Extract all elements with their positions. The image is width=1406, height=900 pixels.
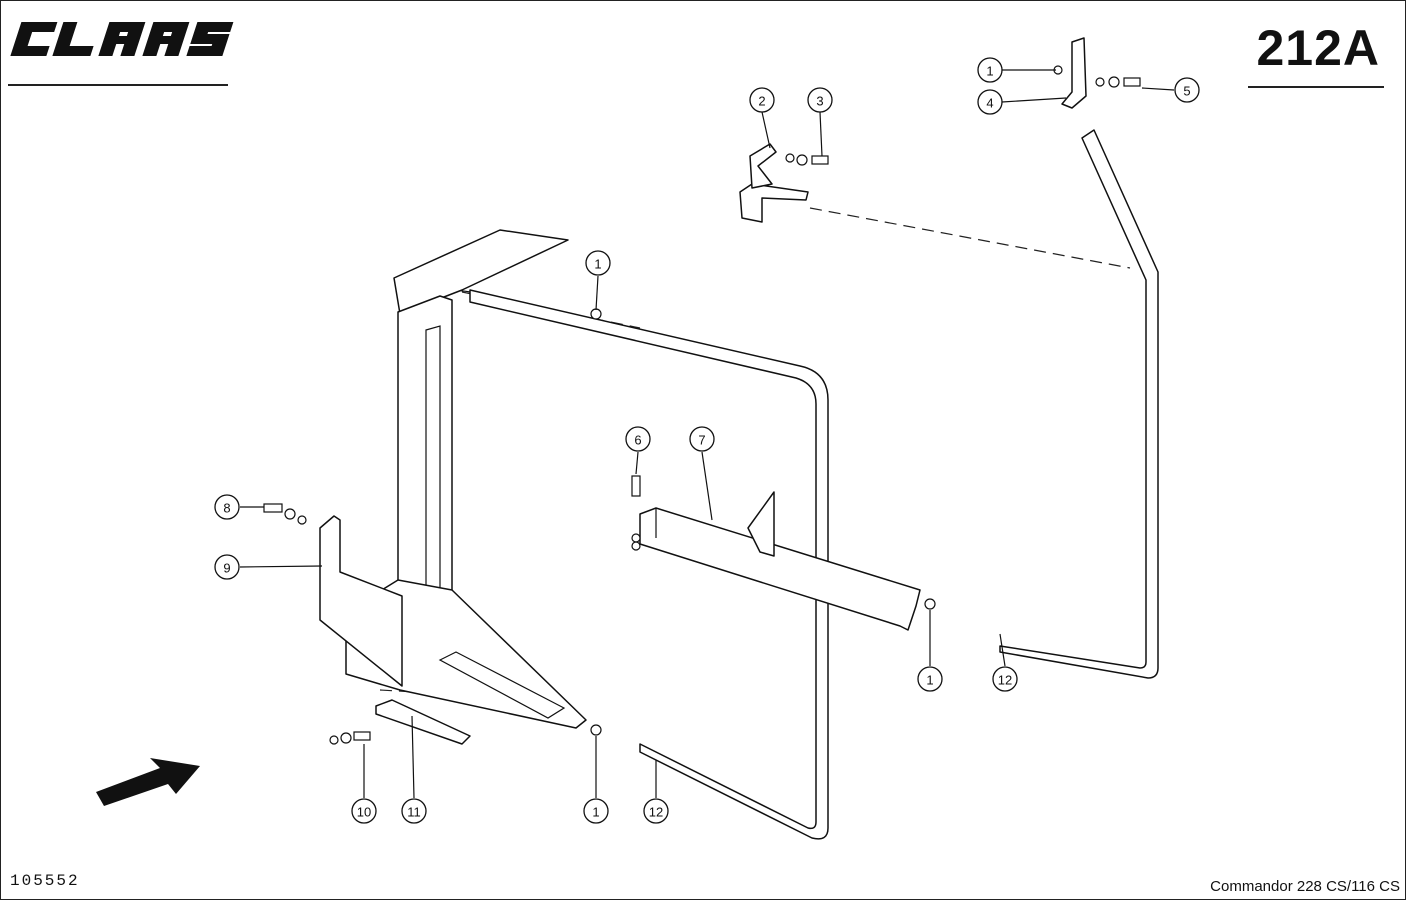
svg-text:7: 7 xyxy=(698,433,705,448)
callout-5: 5 xyxy=(1174,77,1200,103)
callout-12-right: 12 xyxy=(992,666,1018,692)
strap-rear xyxy=(999,129,1159,679)
svg-text:1: 1 xyxy=(594,257,601,272)
logo-rule xyxy=(8,84,228,86)
svg-text:10: 10 xyxy=(357,805,371,820)
callout-1-top: 1 xyxy=(977,57,1003,83)
callout-3: 3 xyxy=(807,87,833,113)
model-designation: Commandor 228 CS/116 CS xyxy=(1210,878,1400,895)
svg-text:6: 6 xyxy=(634,433,641,448)
callout-4: 4 xyxy=(977,89,1003,115)
lower-channel xyxy=(375,699,471,745)
cross-beam-gusset xyxy=(747,491,775,557)
claas-logo xyxy=(10,22,234,56)
strap-front xyxy=(469,289,829,840)
sheet-number: 212A xyxy=(1256,20,1380,76)
side-plate xyxy=(319,515,403,687)
svg-text:8: 8 xyxy=(223,501,230,516)
svg-text:9: 9 xyxy=(223,561,230,576)
callout-1-bottom: 1 xyxy=(583,798,609,824)
hanger-bracket xyxy=(1061,37,1087,109)
svg-text:1: 1 xyxy=(926,673,933,688)
lower-bracket-channel xyxy=(438,651,566,719)
callout-12-bottom: 12 xyxy=(643,798,669,824)
svg-text:2: 2 xyxy=(758,94,765,109)
callout-2: 2 xyxy=(749,87,775,113)
upright-top-plate xyxy=(393,229,569,315)
svg-text:12: 12 xyxy=(649,805,663,820)
svg-text:1: 1 xyxy=(986,64,993,79)
callout-8: 8 xyxy=(214,494,240,520)
svg-text:12: 12 xyxy=(998,673,1012,688)
svg-text:11: 11 xyxy=(407,805,421,820)
svg-text:4: 4 xyxy=(986,96,993,111)
callout-6: 6 xyxy=(625,426,651,452)
svg-text:3: 3 xyxy=(816,94,823,109)
direction-arrow-icon xyxy=(96,758,200,806)
document-number: 105552 xyxy=(10,872,80,890)
sheet-number-rule xyxy=(1248,86,1384,88)
angle-bracket xyxy=(739,183,809,223)
svg-text:1: 1 xyxy=(592,805,599,820)
callout-10: 10 xyxy=(351,798,377,824)
alignment-line-upper xyxy=(809,207,1131,269)
hardware xyxy=(263,65,1141,745)
callout-1-right: 1 xyxy=(917,666,943,692)
leader-lines xyxy=(239,69,1175,799)
svg-text:5: 5 xyxy=(1183,84,1190,99)
lower-bracket xyxy=(345,579,587,729)
callout-9: 9 xyxy=(214,554,240,580)
callout-11: 11 xyxy=(401,798,427,824)
callout-1-frame: 1 xyxy=(585,250,611,276)
angle-bracket-tab xyxy=(749,143,777,189)
cross-beam xyxy=(639,507,921,631)
callout-7: 7 xyxy=(689,426,715,452)
